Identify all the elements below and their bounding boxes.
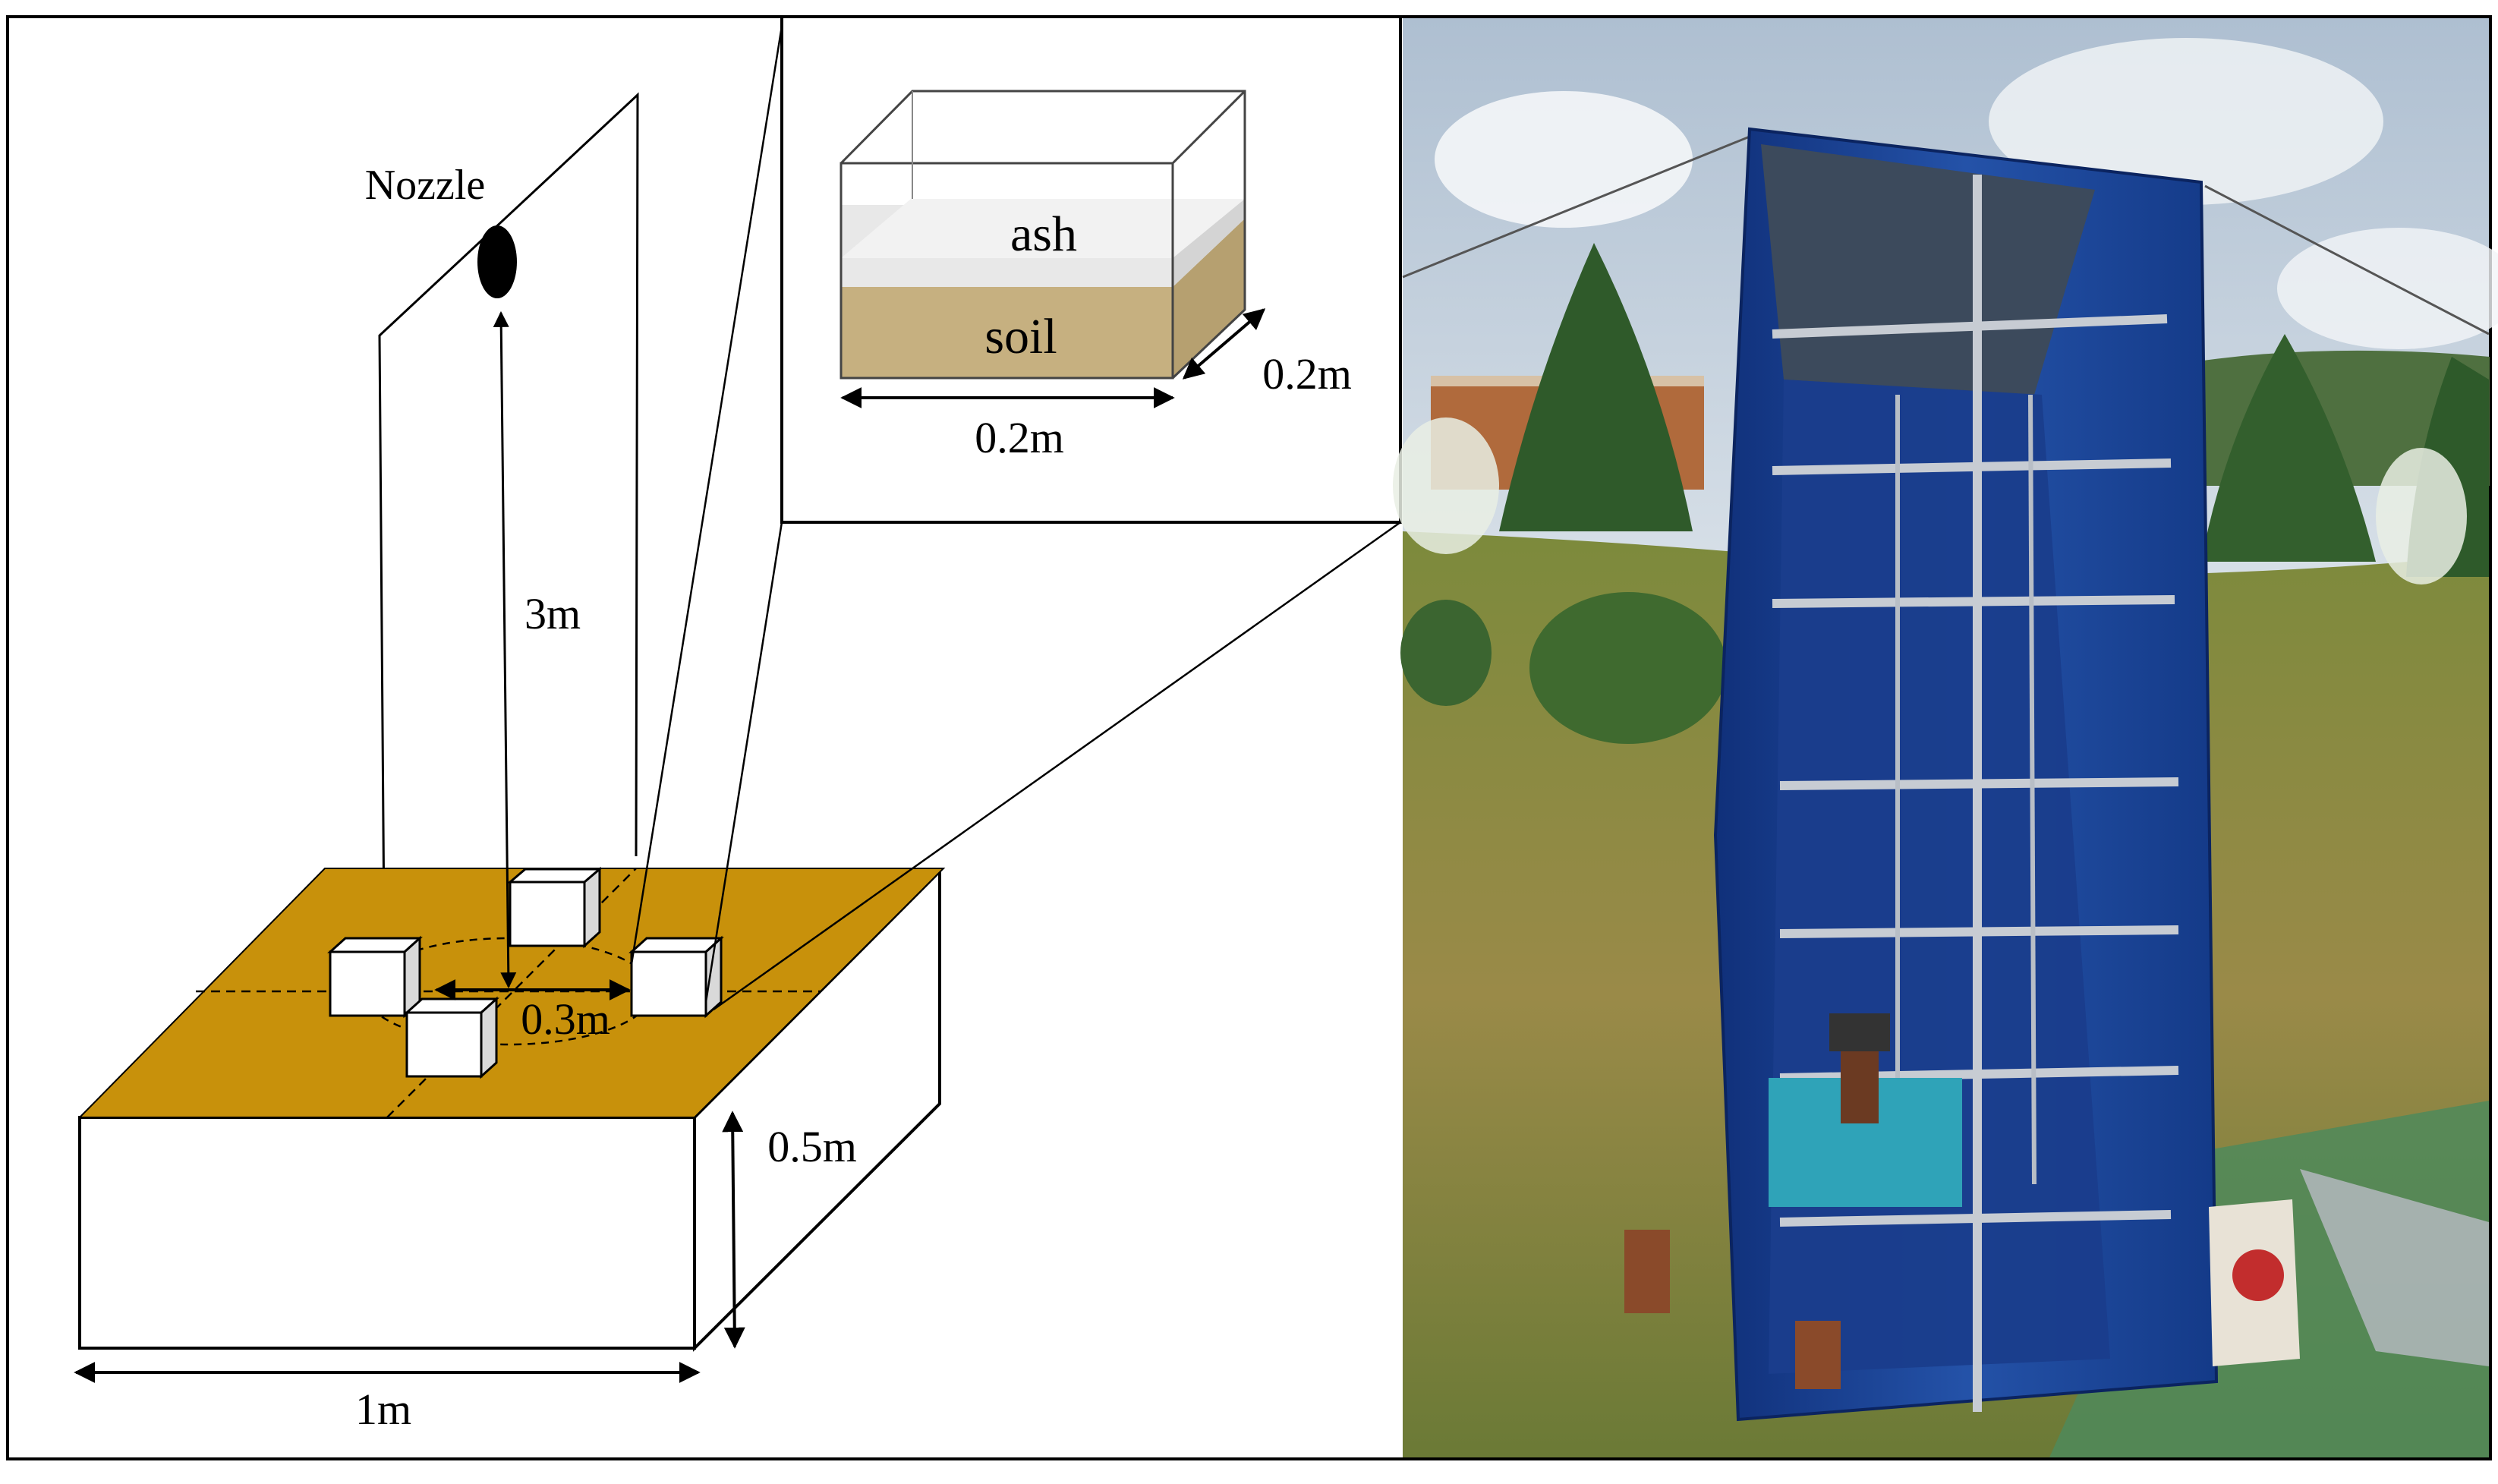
- height-label: 3m: [524, 589, 581, 638]
- height-arrow: [493, 310, 517, 989]
- photo-tree-right: [2201, 334, 2376, 562]
- sample-inset: ash soil 0.2m 0.2m: [780, 15, 1402, 524]
- inset-width-label: 0.2m: [975, 413, 1064, 462]
- nozzle-icon: [477, 225, 517, 298]
- soil-layer: [841, 287, 1173, 378]
- spray-plane: [378, 92, 639, 1121]
- zoom-line-left: [630, 16, 785, 965]
- sample-box-back: [506, 866, 603, 949]
- soil-label: soil: [984, 309, 1057, 364]
- zoom-line-right: [713, 521, 1401, 1011]
- photo-tree-left: [1499, 243, 1693, 531]
- sample-box-left: [327, 935, 423, 1019]
- ring-diameter-label: 0.3m: [521, 994, 610, 1044]
- field-photo: [1393, 18, 2498, 1457]
- ash-label: ash: [1010, 206, 1077, 262]
- photo-bush: [1529, 592, 1727, 744]
- nozzle-label: Nozzle: [365, 162, 486, 209]
- sample-box-right: [628, 935, 724, 1019]
- inset-depth-label: 0.2m: [1262, 349, 1352, 399]
- width-label: 1m: [355, 1385, 411, 1434]
- ash-layer-side: [1173, 199, 1245, 287]
- sample-box-front: [404, 996, 499, 1079]
- zoom-line-mid: [704, 521, 783, 1003]
- plot-box-front: [78, 1116, 696, 1350]
- depth-arrow: [722, 1111, 745, 1349]
- depth-label: 0.5m: [767, 1122, 857, 1171]
- photo-scaffold: [1772, 175, 2179, 1412]
- ash-surface: [841, 199, 1245, 258]
- inset-depth-arrow: [1182, 308, 1266, 380]
- schematic-panel: Nozzle 3m 0.3m 0.5m 1m: [74, 16, 1401, 1434]
